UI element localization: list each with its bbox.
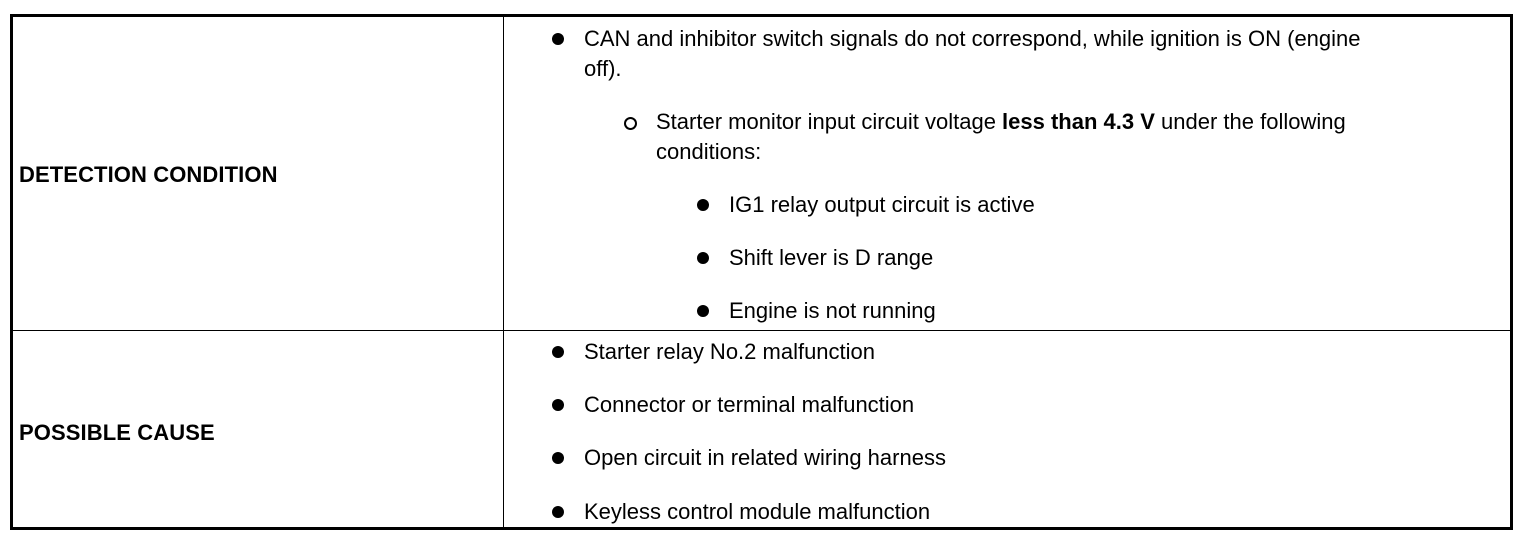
cause-item: Starter relay No.2 malfunction [552,337,876,367]
possible-cause-label: POSSIBLE CAUSE [19,420,215,445]
hollow-bullet-icon [624,117,637,130]
cause-item-text: Starter relay No.2 malfunction [584,339,876,364]
detection-condition-label: DETECTION CONDITION [19,162,278,187]
cause-item: Connector or terminal malfunction [552,390,915,420]
sub-sub-item: IG1 relay output circuit is active [697,190,1035,220]
sub-condition-line2: conditions: [656,139,762,164]
sub-sub-item: Shift lever is D range [697,243,934,273]
cause-item-text: Connector or terminal malfunction [584,392,915,417]
sub-condition-item: Starter monitor input circuit voltage le… [624,107,1346,167]
detection-condition-row: DETECTION CONDITION CAN and inhibitor sw… [13,17,1510,331]
filled-bullet-icon [552,452,564,464]
cause-item: Keyless control module malfunction [552,497,931,527]
possible-cause-label-cell: POSSIBLE CAUSE [13,331,504,527]
sub-sub-item-text: IG1 relay output circuit is active [729,192,1035,217]
filled-bullet-icon [552,399,564,411]
filled-bullet-icon [697,305,709,317]
voltage-threshold: less than 4.3 V [1002,109,1155,134]
detection-condition-label-cell: DETECTION CONDITION [13,17,504,330]
condition-text-line2: off). [584,56,622,81]
sub-sub-item-text: Engine is not running [729,298,936,323]
filled-bullet-icon [552,506,564,518]
cause-item: Open circuit in related wiring harness [552,443,946,473]
sub-condition-post: under the following [1154,109,1346,134]
detection-condition-content: CAN and inhibitor switch signals do not … [505,17,1510,330]
sub-condition-line1: Starter monitor input circuit voltage le… [656,107,1346,137]
filled-bullet-icon [552,33,564,45]
sub-sub-item-text: Shift lever is D range [729,245,934,270]
filled-bullet-icon [697,199,709,211]
filled-bullet-icon [552,346,564,358]
cause-item-text: Open circuit in related wiring harness [584,445,946,470]
cause-item-text: Keyless control module malfunction [584,499,931,524]
condition-item: CAN and inhibitor switch signals do not … [552,24,1361,84]
possible-cause-content: Starter relay No.2 malfunction Connector… [505,331,1510,527]
dtc-info-table: DETECTION CONDITION CAN and inhibitor sw… [10,14,1513,530]
possible-cause-row: POSSIBLE CAUSE Starter relay No.2 malfun… [13,331,1510,527]
sub-sub-item: Engine is not running [697,296,936,326]
filled-bullet-icon [697,252,709,264]
sub-condition-pre: Starter monitor input circuit voltage [656,109,1003,134]
condition-text-line1: CAN and inhibitor switch signals do not … [584,26,1361,51]
